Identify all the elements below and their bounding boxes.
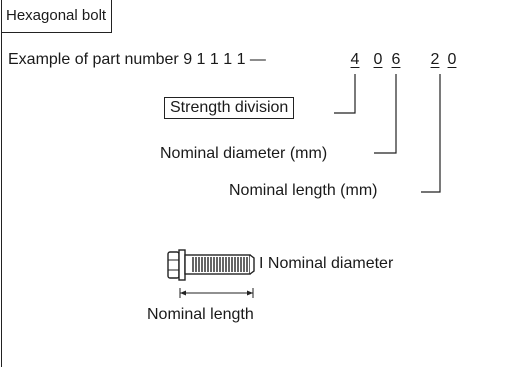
digit-diameter-1: 0 <box>373 51 383 68</box>
strength-leader-line <box>334 74 356 114</box>
nominal-diameter-figure-label: I Nominal diameter <box>259 255 394 272</box>
strength-division-label: Strength division <box>164 97 295 119</box>
digit-length-1: 2 <box>430 51 440 68</box>
length-dimension-arrow <box>179 288 254 298</box>
diameter-leader-line <box>374 74 397 154</box>
nominal-diameter-label: Nominal diameter (mm) <box>160 145 328 162</box>
page-title: Hexagonal bolt <box>1 0 113 33</box>
frame-left-border <box>1 0 2 367</box>
nominal-length-label: Nominal length (mm) <box>229 182 378 199</box>
digit-strength: 4 <box>350 51 360 68</box>
bolt-icon <box>167 249 255 281</box>
length-leader-line <box>421 74 441 193</box>
nominal-length-figure-label: Nominal length <box>147 306 254 323</box>
digit-diameter-2: 6 <box>391 51 401 68</box>
digit-length-2: 0 <box>447 51 457 68</box>
example-part-number-prefix: Example of part number 9 1 1 1 1 — <box>8 51 266 68</box>
